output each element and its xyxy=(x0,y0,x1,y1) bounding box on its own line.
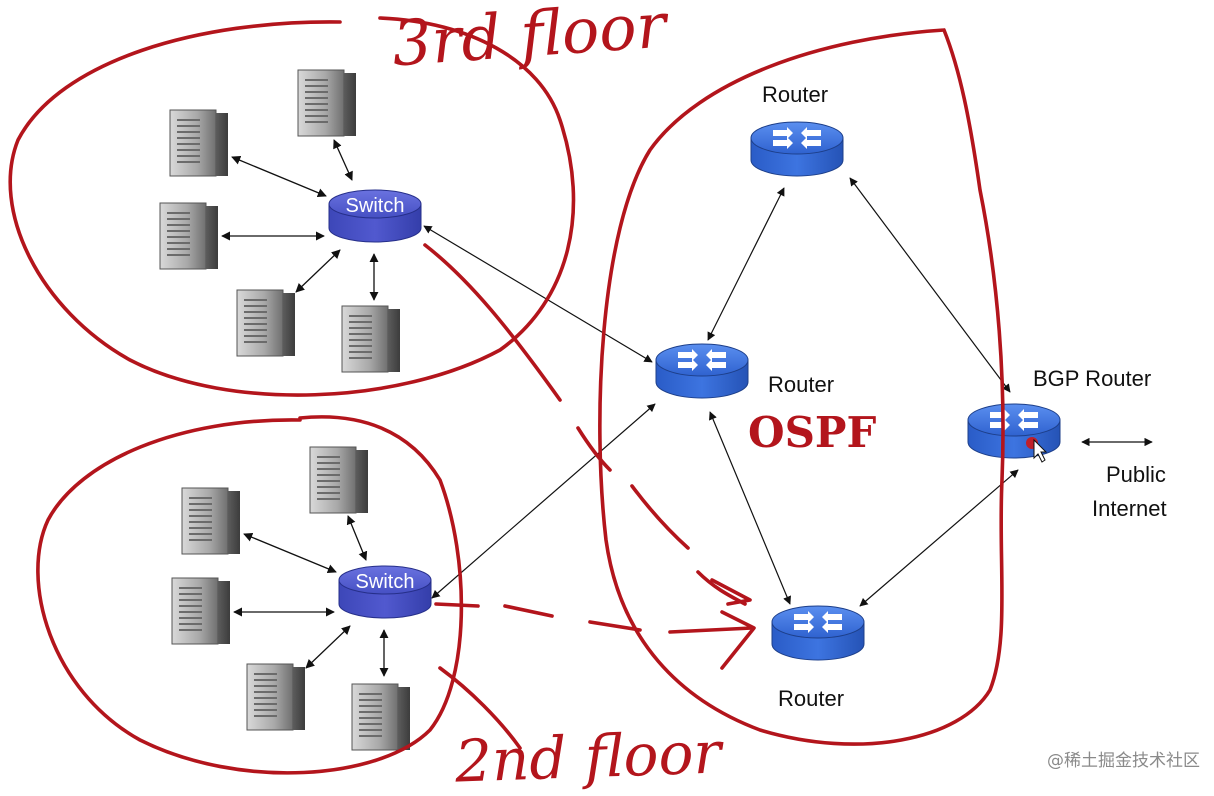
router-top-label: Router xyxy=(762,82,829,107)
router-icon xyxy=(655,343,749,399)
bgp-router-label: BGP Router xyxy=(1033,366,1152,391)
switch-bottom-label: Switch xyxy=(356,571,415,593)
mouse-cursor-icon xyxy=(1026,437,1048,463)
server-icon xyxy=(236,289,296,357)
server-icon xyxy=(341,305,401,373)
server-icon xyxy=(246,663,306,731)
server-icon xyxy=(169,109,229,177)
router-middle-label: Router xyxy=(768,372,835,397)
router-icon xyxy=(750,121,844,177)
switch-top-label: Switch xyxy=(346,195,405,217)
server-icon xyxy=(309,446,369,514)
ospf-annotation: OSPF xyxy=(748,408,877,457)
watermark: @稀土掘金技术社区 xyxy=(1047,751,1200,771)
server-icon xyxy=(181,487,241,555)
router-bottom-label: Router xyxy=(778,686,845,711)
server-icon xyxy=(297,69,357,137)
second-floor-group: Switch xyxy=(171,446,432,751)
server-icon xyxy=(171,577,231,645)
network-links xyxy=(423,177,1153,607)
third-floor-group: Switch xyxy=(159,69,422,373)
second-floor-annotation: 2nd floor xyxy=(453,718,723,796)
public-internet-label-line1: Public xyxy=(1106,462,1166,487)
bgp-router-icon xyxy=(967,403,1061,459)
public-internet-label-line2: Internet xyxy=(1092,496,1167,521)
ink-annotations xyxy=(8,16,1005,775)
router-icon xyxy=(771,605,865,661)
server-icon xyxy=(351,683,411,751)
server-icon xyxy=(159,202,219,270)
third-floor-annotation: 3rd floor xyxy=(389,0,669,81)
